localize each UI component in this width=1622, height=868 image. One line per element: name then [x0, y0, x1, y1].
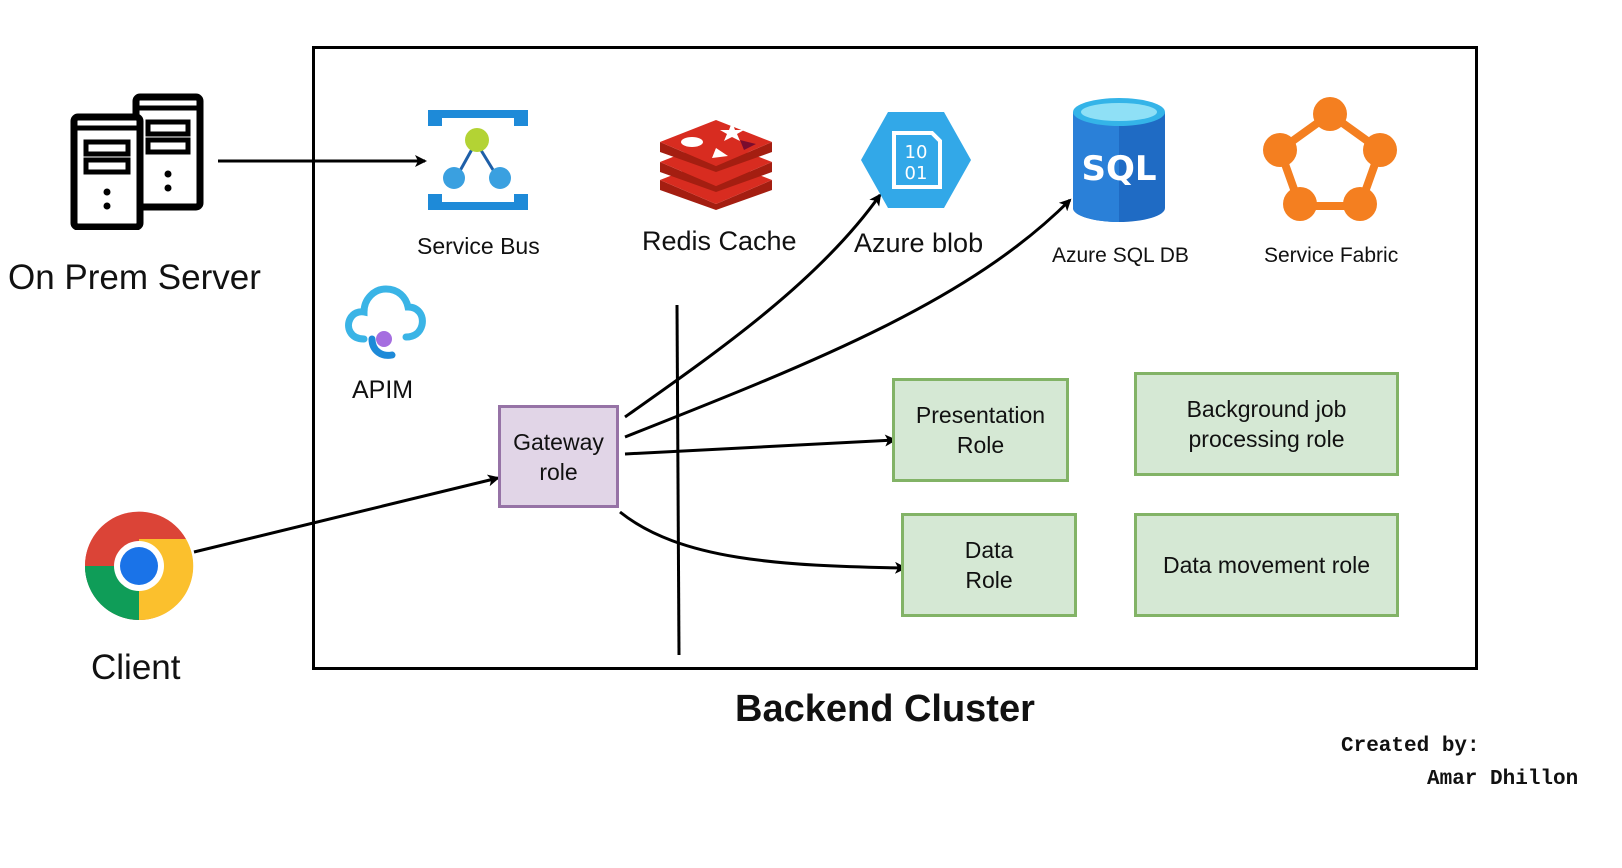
apim-label: APIM: [352, 376, 414, 404]
gateway-role-line2: role: [539, 458, 578, 485]
redis-cache-label: Redis Cache: [642, 226, 797, 256]
background-job-role-box[interactable]: Background job processing role: [1134, 372, 1399, 476]
on-prem-server-label: On Prem Server: [8, 258, 261, 297]
svg-text:SQL: SQL: [1081, 149, 1156, 189]
vertical-divider: [675, 304, 681, 656]
client-label: Client: [91, 648, 181, 687]
backend-cluster-frame: [312, 46, 1478, 670]
arrow-client-to-gateway: [193, 474, 500, 554]
credit-line2: Amar Dhillon: [1427, 768, 1579, 791]
sql-database-icon: SQL: [1073, 98, 1165, 222]
presentation-role-box[interactable]: Presentation Role: [892, 378, 1069, 482]
service-fabric-icon: [1263, 97, 1397, 221]
redis-cache-icon: [660, 120, 772, 210]
service-bus-icon: [428, 110, 528, 210]
service-bus-label: Service Bus: [417, 233, 540, 259]
azure-blob-label: Azure blob: [854, 228, 984, 258]
azure-blob-icon: 10 01: [861, 112, 971, 208]
cluster-title: Backend Cluster: [735, 688, 1035, 730]
gateway-role-box[interactable]: Gateway role: [498, 405, 619, 508]
background-job-role-line1: Background job: [1186, 396, 1347, 422]
data-role-line1: Data: [964, 537, 1014, 563]
gateway-role-line1: Gateway: [513, 428, 604, 455]
background-job-role-line2: processing role: [1188, 426, 1345, 452]
data-role-box[interactable]: Data Role: [901, 513, 1077, 617]
service-fabric-label: Service Fabric: [1264, 244, 1399, 267]
arrow-gateway-to-azureblob: [624, 193, 882, 419]
arrow-gateway-to-presentation: [624, 434, 897, 456]
data-movement-role-box[interactable]: Data movement role: [1134, 513, 1399, 617]
svg-text:01: 01: [905, 163, 928, 184]
svg-text:10: 10: [905, 142, 928, 163]
arrow-gateway-to-sqldb: [624, 198, 1072, 439]
chrome-icon: [84, 511, 194, 621]
server-icon: [70, 93, 204, 230]
credit-line1: Created by:: [1341, 735, 1480, 758]
arrow-gateway-to-datarole: [619, 510, 907, 574]
presentation-role-line2: Role: [956, 432, 1005, 458]
data-role-line2: Role: [965, 567, 1013, 593]
data-movement-role-label: Data movement role: [1162, 552, 1371, 578]
presentation-role-line1: Presentation: [915, 402, 1046, 428]
apim-cloud-icon: [345, 285, 426, 359]
azure-sql-db-label: Azure SQL DB: [1052, 244, 1189, 267]
